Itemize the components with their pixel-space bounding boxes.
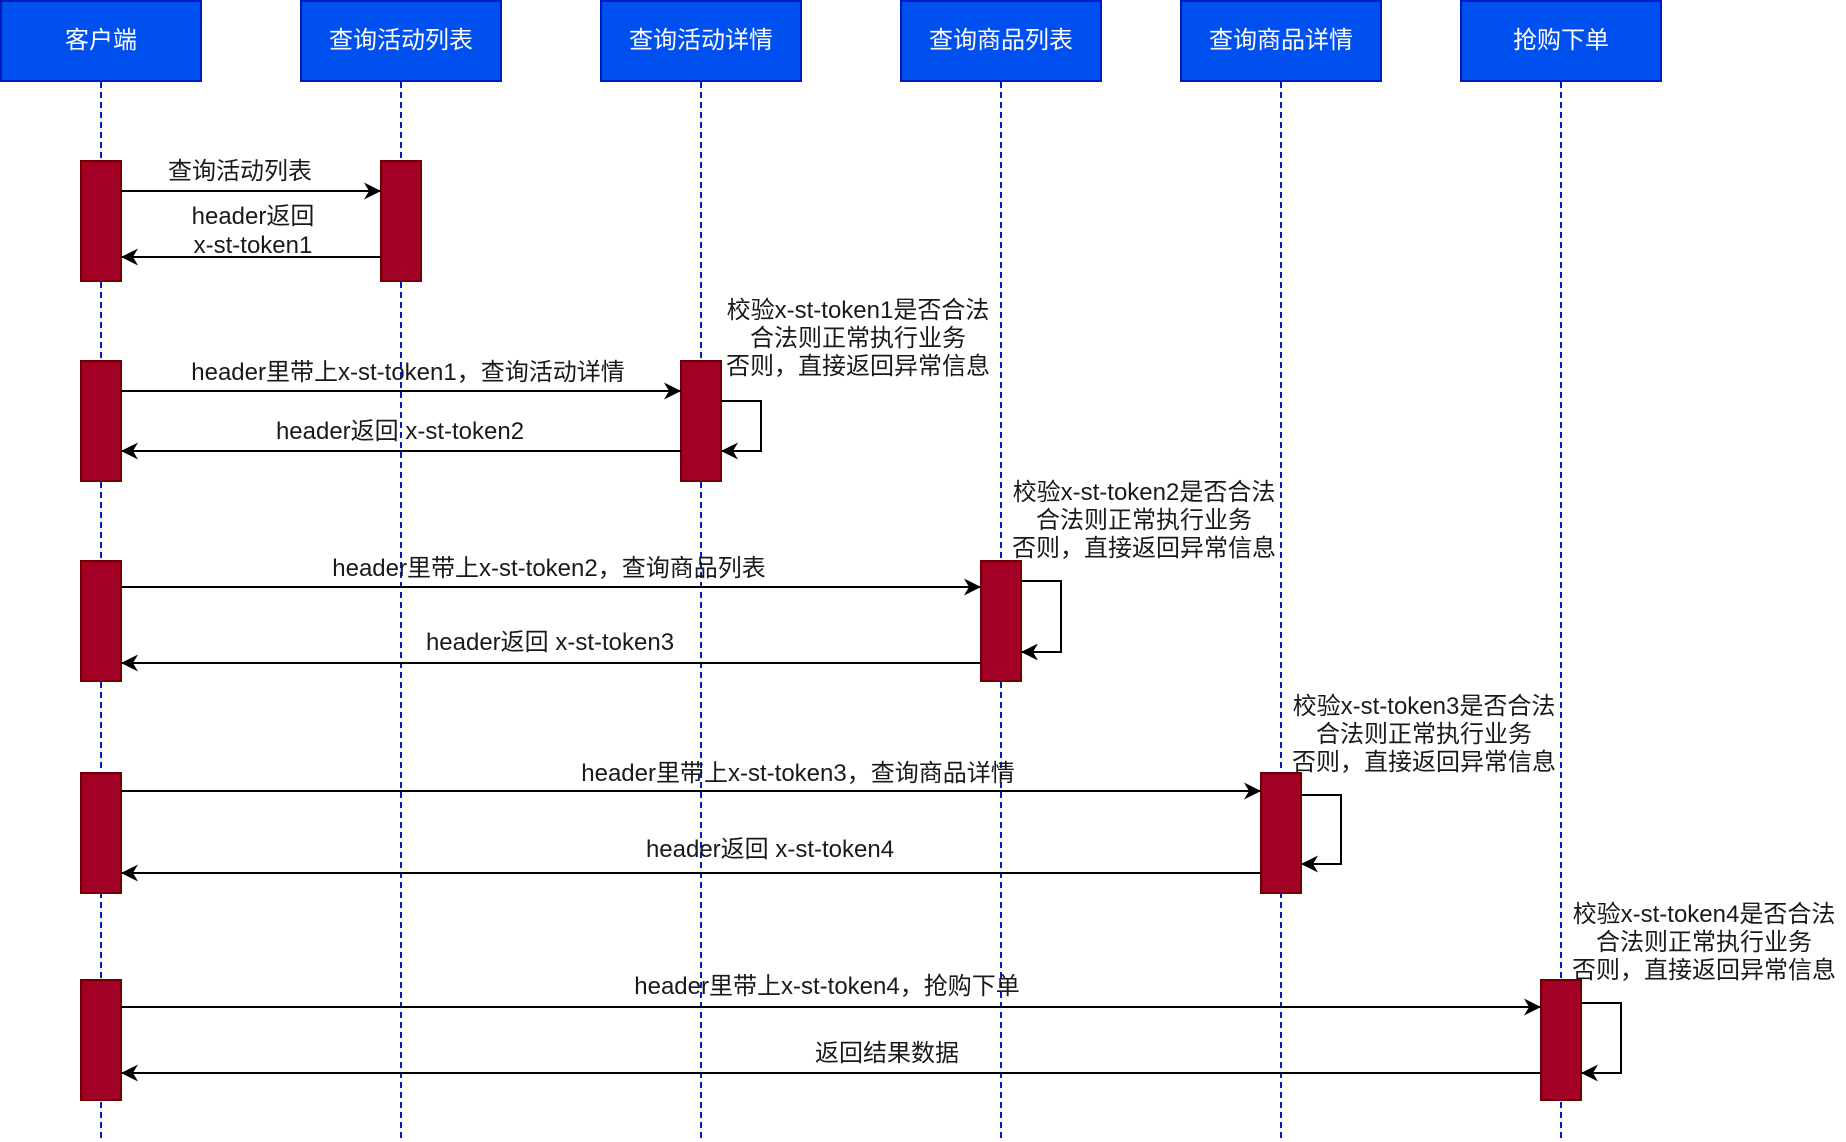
- message-label-10: 返回结果数据: [815, 1040, 959, 1067]
- activation-client-5[interactable]: [80, 979, 122, 1101]
- participant-label-product-list: 查询商品列表: [929, 27, 1073, 54]
- activation-client-4[interactable]: [80, 772, 122, 894]
- participant-label-client: 客户端: [65, 27, 137, 54]
- self-call-arrow-flash-order[interactable]: [1581, 1002, 1622, 1082]
- message-label-9: header里带上x-st-token4，抢购下单: [634, 973, 1020, 1000]
- validation-note-3: 校验x-st-token3是否合法 合法则正常执行业务 否则，直接返回异常信息: [1064, 693, 1784, 777]
- activation-activity-detail[interactable]: [680, 360, 722, 482]
- message-label-2-line-1: header返回: [191, 203, 315, 230]
- activation-bars: [80, 160, 1582, 1101]
- message-label-8: header返回 x-st-token4: [645, 836, 895, 863]
- validation-note-2: 校验x-st-token2是否合法 合法则正常执行业务 否则，直接返回异常信息: [784, 479, 1504, 563]
- self-call-arrow-activity-detail[interactable]: [721, 400, 762, 460]
- participant-box-activity-detail[interactable]: [600, 0, 802, 82]
- activation-activity-list[interactable]: [380, 160, 422, 282]
- participant-label-product-detail: 查询商品详情: [1209, 27, 1353, 54]
- activation-flash-order[interactable]: [1540, 979, 1582, 1101]
- message-label-3: header里带上x-st-token1，查询活动详情: [191, 359, 625, 386]
- validation-note-3-line-3: 否则，直接返回异常信息: [1292, 749, 1556, 776]
- validation-note-2-line-1: 校验x-st-token2是否合法: [1012, 479, 1276, 506]
- validation-note-4-line-1: 校验x-st-token4是否合法: [1572, 901, 1836, 928]
- activation-client-3[interactable]: [80, 560, 122, 682]
- participant-headers: [0, 0, 1662, 82]
- validation-note-1-line-3: 否则，直接返回异常信息: [726, 353, 990, 380]
- validation-note-4: 校验x-st-token4是否合法 合法则正常执行业务 否则，直接返回异常信息: [1344, 901, 1846, 985]
- self-call-arrow-product-list[interactable]: [1021, 580, 1062, 661]
- message-label-7: header里带上x-st-token3，查询商品详情: [581, 760, 1015, 787]
- message-label-6: header返回 x-st-token3: [425, 629, 675, 656]
- validation-note-4-line-2: 合法则正常执行业务: [1596, 929, 1812, 956]
- participant-label-activity-list: 查询活动列表: [329, 27, 473, 54]
- activation-client-2[interactable]: [80, 360, 122, 482]
- message-label-1: 查询活动列表: [168, 158, 312, 185]
- participant-box-activity-list[interactable]: [300, 0, 502, 82]
- validation-note-1-line-1: 校验x-st-token1是否合法: [726, 297, 990, 324]
- validation-note-1-line-2: 合法则正常执行业务: [750, 325, 966, 352]
- participant-box-client[interactable]: [0, 0, 202, 82]
- validation-note-2-line-2: 合法则正常执行业务: [1036, 507, 1252, 534]
- messages: [121, 182, 1622, 1082]
- message-label-4: header返回 x-st-token2: [275, 418, 525, 445]
- self-call-arrow-product-detail[interactable]: [1301, 794, 1342, 873]
- message-label-2: header返回 x-st-token1: [0, 202, 613, 260]
- participant-box-product-detail[interactable]: [1180, 0, 1382, 82]
- activation-client-1[interactable]: [80, 160, 122, 282]
- message-label-2-line-2: x-st-token1: [193, 232, 313, 259]
- validation-note-3-line-2: 合法则正常执行业务: [1316, 721, 1532, 748]
- validation-note-3-line-1: 校验x-st-token3是否合法: [1292, 693, 1556, 720]
- message-label-5: header里带上x-st-token2，查询商品列表: [332, 555, 766, 582]
- participant-box-product-list[interactable]: [900, 0, 1102, 82]
- validation-note-2-line-3: 否则，直接返回异常信息: [1012, 535, 1276, 562]
- participant-label-activity-detail: 查询活动详情: [629, 27, 773, 54]
- activation-product-list[interactable]: [980, 560, 1022, 682]
- participant-label-flash-order: 抢购下单: [1513, 27, 1609, 54]
- validation-note-4-line-3: 否则，直接返回异常信息: [1572, 957, 1836, 984]
- validation-note-1: 校验x-st-token1是否合法 合法则正常执行业务 否则，直接返回异常信息: [498, 297, 1218, 381]
- participant-box-flash-order[interactable]: [1460, 0, 1662, 82]
- activation-product-detail[interactable]: [1260, 772, 1302, 894]
